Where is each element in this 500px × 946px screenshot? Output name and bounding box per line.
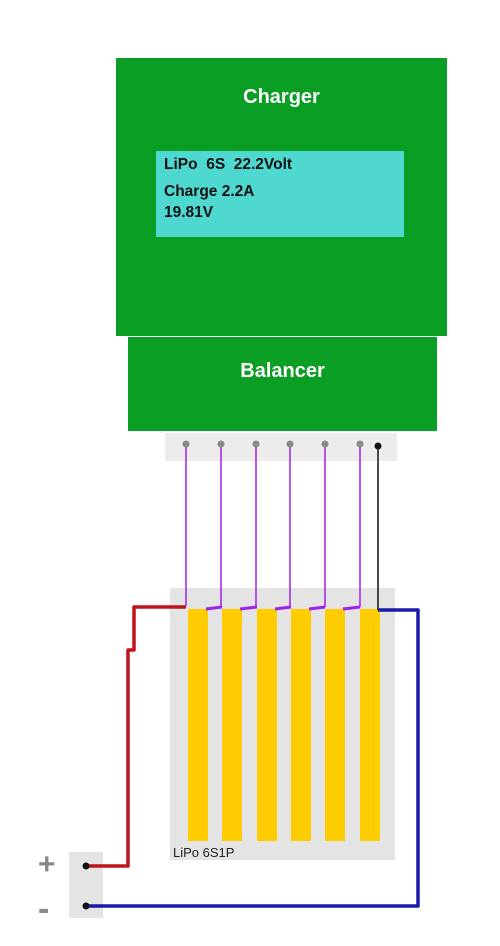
connector-pin-4 bbox=[286, 440, 294, 448]
connector-pin-1 bbox=[182, 440, 190, 448]
connector-pin-5 bbox=[321, 440, 329, 448]
display-battery-type: LiPo 6S 22.2Volt bbox=[164, 156, 293, 173]
display-voltage: 19.81V bbox=[164, 204, 214, 221]
balancer-box bbox=[128, 337, 437, 431]
negative-wire bbox=[86, 608, 420, 908]
battery-cell-1 bbox=[188, 609, 208, 841]
series-link-5 bbox=[342, 605, 361, 611]
balancer-title: Balancer bbox=[240, 360, 325, 382]
series-link-3 bbox=[274, 605, 292, 611]
charger-title: Charger bbox=[243, 86, 320, 108]
connector-pin-2 bbox=[217, 440, 225, 448]
series-link-2 bbox=[239, 605, 258, 611]
series-link-4 bbox=[308, 605, 326, 611]
display-charge-current: Charge 2.2A bbox=[164, 183, 255, 200]
charger-display: LiPo 6S 22.2Volt Charge 2.2A 19.81V bbox=[156, 151, 404, 237]
positive-wire bbox=[86, 605, 186, 868]
connector-pin-3 bbox=[252, 440, 260, 448]
battery-cell-4 bbox=[291, 609, 311, 841]
battery-cell-5 bbox=[325, 609, 345, 841]
negative-sign: - bbox=[38, 890, 50, 928]
connector-pin-7 bbox=[374, 442, 382, 450]
battery-cell-2 bbox=[222, 609, 242, 841]
battery-cell-3 bbox=[257, 609, 277, 841]
positive-sign: + bbox=[38, 848, 56, 881]
connector-pin-6 bbox=[356, 440, 364, 448]
series-link-1 bbox=[205, 605, 223, 611]
positive-terminal bbox=[82, 862, 90, 870]
battery-pack-label: LiPo 6S1P bbox=[173, 845, 235, 860]
negative-terminal bbox=[82, 902, 90, 910]
battery-cell-6 bbox=[360, 609, 380, 841]
